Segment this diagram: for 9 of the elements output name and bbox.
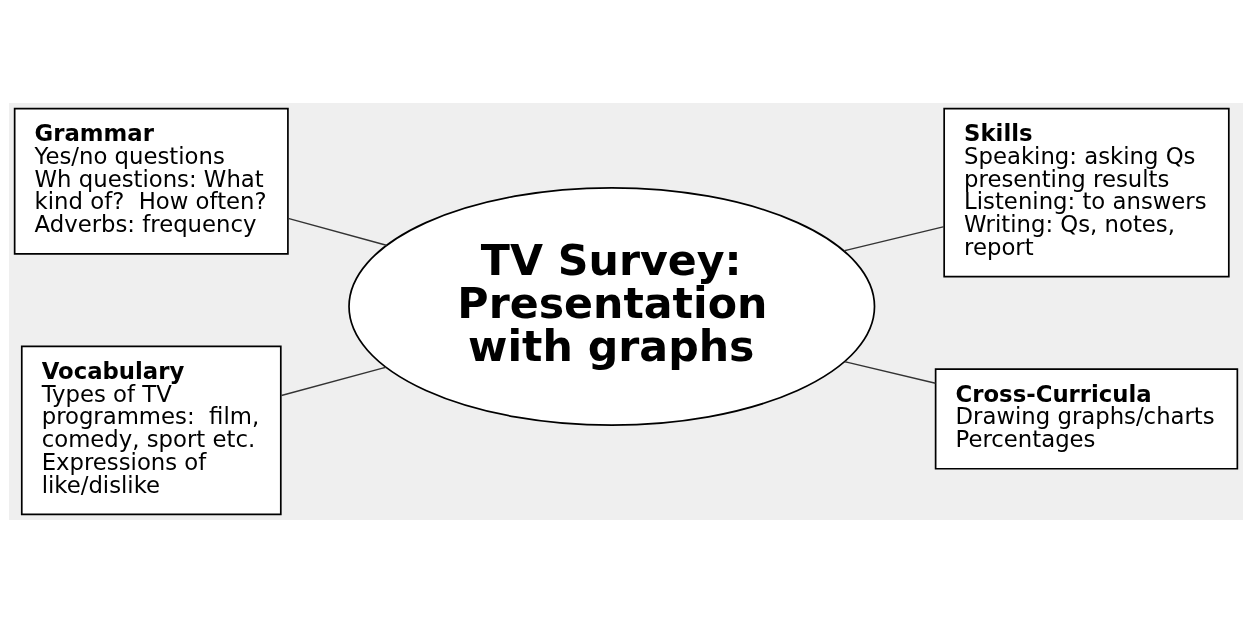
connector [843, 225, 945, 251]
connector [287, 217, 388, 246]
connector [280, 366, 387, 396]
node-ellipse: TV Survey: Presentation with graphs [348, 186, 876, 426]
node-box: Skills Speaking: asking Qs presenting results Listening: to answers Writing: Qs, notes, report [943, 107, 1230, 277]
node-box: Grammar Yes/no questions Wh questions: What kind of? How often? Adverbs: frequency [13, 107, 289, 255]
connector [844, 360, 937, 384]
node-box: Vocabulary Types of TV programmes: film, comedy, sport etc. Expressions of like/dislike [20, 345, 282, 515]
node-box: Cross-Curricula Drawing graphs/charts Percentages [934, 367, 1239, 470]
